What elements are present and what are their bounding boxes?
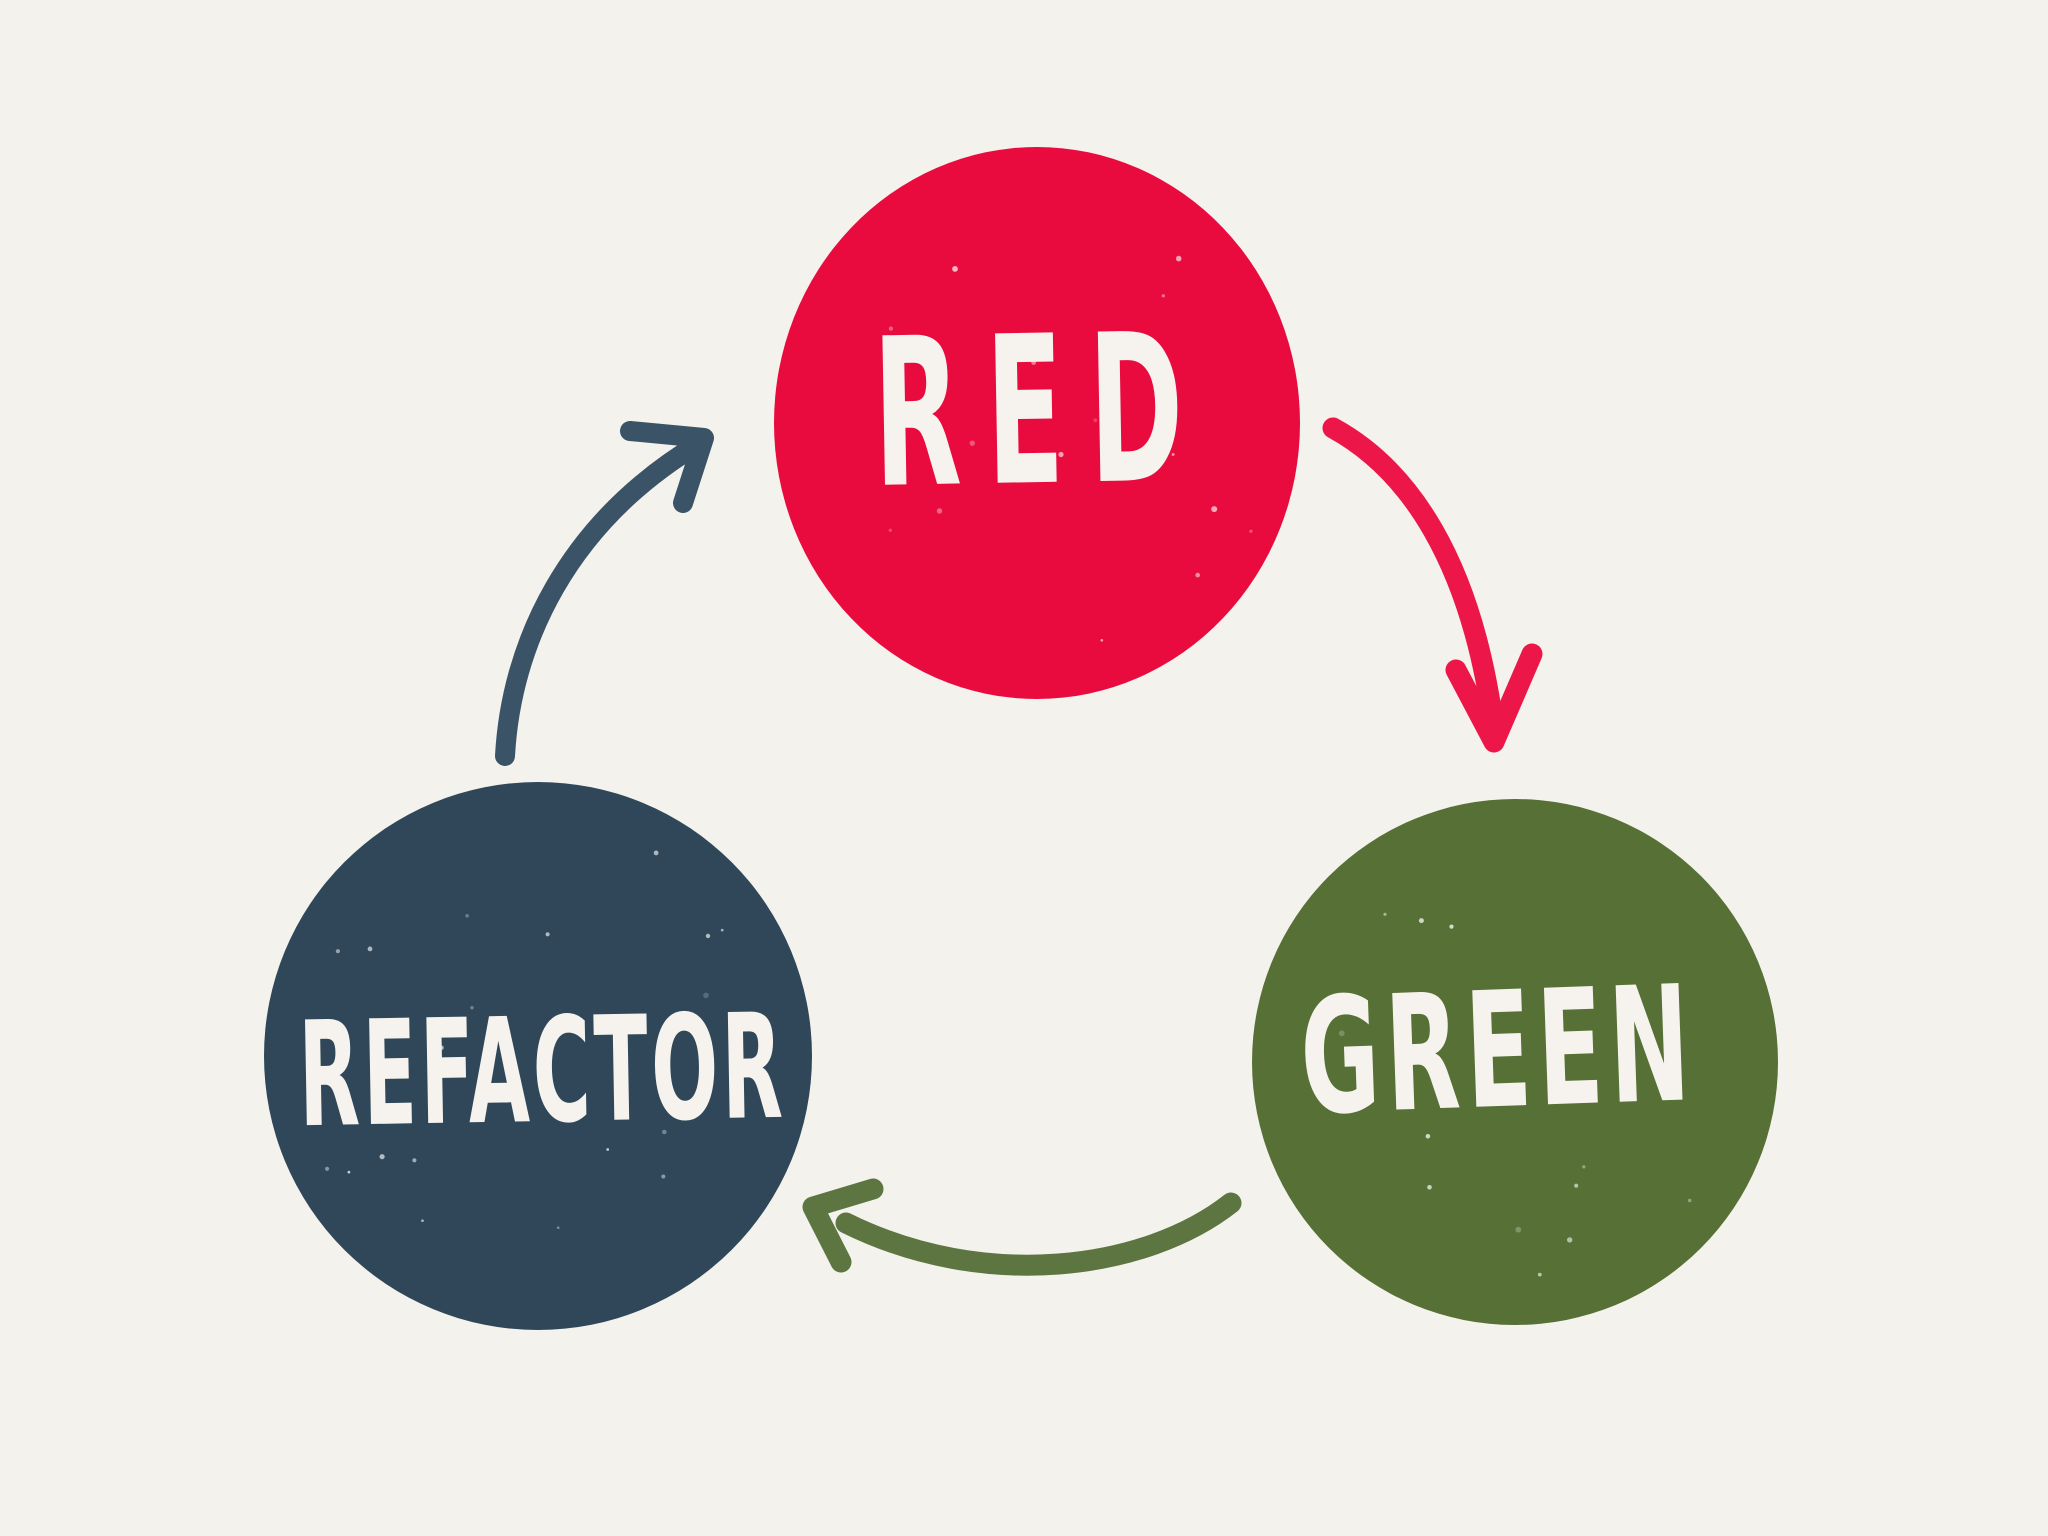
speckle-dot bbox=[412, 1158, 417, 1163]
speckle-dot bbox=[888, 528, 892, 532]
arrow-green-to-refactor bbox=[802, 1178, 1242, 1276]
arrow-red-to-green bbox=[1322, 417, 1543, 753]
speckle-dot bbox=[969, 440, 975, 446]
arrow-refactor-to-red-line bbox=[495, 433, 710, 766]
speckle-dot bbox=[705, 933, 711, 939]
speckle-dot bbox=[1449, 924, 1454, 929]
speckle-dot bbox=[936, 508, 943, 514]
arrow-refactor-to-red-head bbox=[620, 421, 714, 513]
speckle-dot bbox=[927, 345, 932, 350]
refactor-circle-speckles bbox=[325, 850, 724, 1229]
speckle-dot bbox=[594, 1026, 598, 1031]
green-circle-speckles bbox=[1338, 912, 1692, 1277]
speckle-dot bbox=[347, 1170, 351, 1174]
speckle-dot bbox=[1338, 1030, 1345, 1037]
speckle-dot bbox=[897, 351, 901, 356]
speckle-dot bbox=[1516, 1089, 1521, 1093]
speckle-dot bbox=[1171, 453, 1175, 456]
speckle-dot bbox=[470, 1006, 474, 1010]
speckle-dot bbox=[1427, 1185, 1432, 1190]
refactor-circle bbox=[264, 782, 812, 1330]
speckle-dot bbox=[545, 932, 550, 937]
red-circle bbox=[774, 147, 1300, 699]
speckle-dot bbox=[1100, 639, 1104, 642]
node-red: RED bbox=[774, 147, 1300, 699]
speckle-dot bbox=[335, 949, 340, 954]
refactor-label: REFACTOR bbox=[297, 983, 787, 1160]
arrow-refactor-to-red bbox=[495, 421, 714, 766]
speckle-dot bbox=[653, 850, 659, 856]
speckle-dot bbox=[606, 1148, 610, 1151]
speckle-dot bbox=[1175, 255, 1182, 262]
speckle-dot bbox=[662, 1129, 667, 1135]
speckle-dot bbox=[1582, 1165, 1586, 1169]
speckle-dot bbox=[1688, 1198, 1692, 1203]
speckle-dot bbox=[367, 946, 373, 952]
red-circle-speckles bbox=[888, 255, 1253, 642]
speckle-dot bbox=[1058, 451, 1064, 458]
arrow-red-to-green-line bbox=[1322, 417, 1505, 741]
speckle-dot bbox=[465, 914, 469, 918]
speckle-dot bbox=[1506, 1085, 1511, 1090]
speckle-dot bbox=[439, 1045, 444, 1051]
speckle-dot bbox=[1418, 918, 1424, 924]
speckle-dot bbox=[1249, 529, 1253, 533]
arrow-green-to-refactor-line bbox=[835, 1192, 1242, 1276]
green-label: GREEN bbox=[1297, 950, 1698, 1151]
red-label: RED bbox=[871, 290, 1210, 534]
speckle-dot bbox=[661, 1174, 666, 1179]
speckle-dot bbox=[379, 1154, 385, 1160]
speckle-dot bbox=[1383, 912, 1387, 916]
speckle-dot bbox=[1425, 1134, 1431, 1139]
speckle-dot bbox=[952, 266, 958, 272]
arrow-green-to-refactor-head bbox=[802, 1178, 884, 1273]
speckle-dot bbox=[1195, 572, 1200, 578]
speckle-dot bbox=[1537, 1272, 1542, 1277]
speckle-dot bbox=[720, 928, 724, 932]
green-circle bbox=[1252, 799, 1778, 1325]
speckle-dot bbox=[325, 1166, 330, 1171]
arrow-red-to-green-head bbox=[1445, 643, 1543, 753]
speckle-dot bbox=[1211, 506, 1218, 513]
speckle-dot bbox=[556, 1226, 560, 1229]
speckle-dot bbox=[1567, 1237, 1573, 1243]
speckle-dot bbox=[703, 992, 709, 999]
node-refactor: REFACTOR bbox=[264, 782, 812, 1330]
speckle-dot bbox=[1574, 1183, 1579, 1188]
speckle-dot bbox=[421, 1219, 424, 1222]
speckle-dot bbox=[888, 326, 894, 331]
speckle-dot bbox=[919, 336, 925, 342]
speckle-dot bbox=[1031, 360, 1037, 365]
speckle-dot bbox=[1093, 418, 1098, 423]
node-green: GREEN bbox=[1252, 799, 1778, 1325]
speckle-dot bbox=[1161, 294, 1165, 298]
speckle-dot bbox=[1515, 1226, 1522, 1233]
